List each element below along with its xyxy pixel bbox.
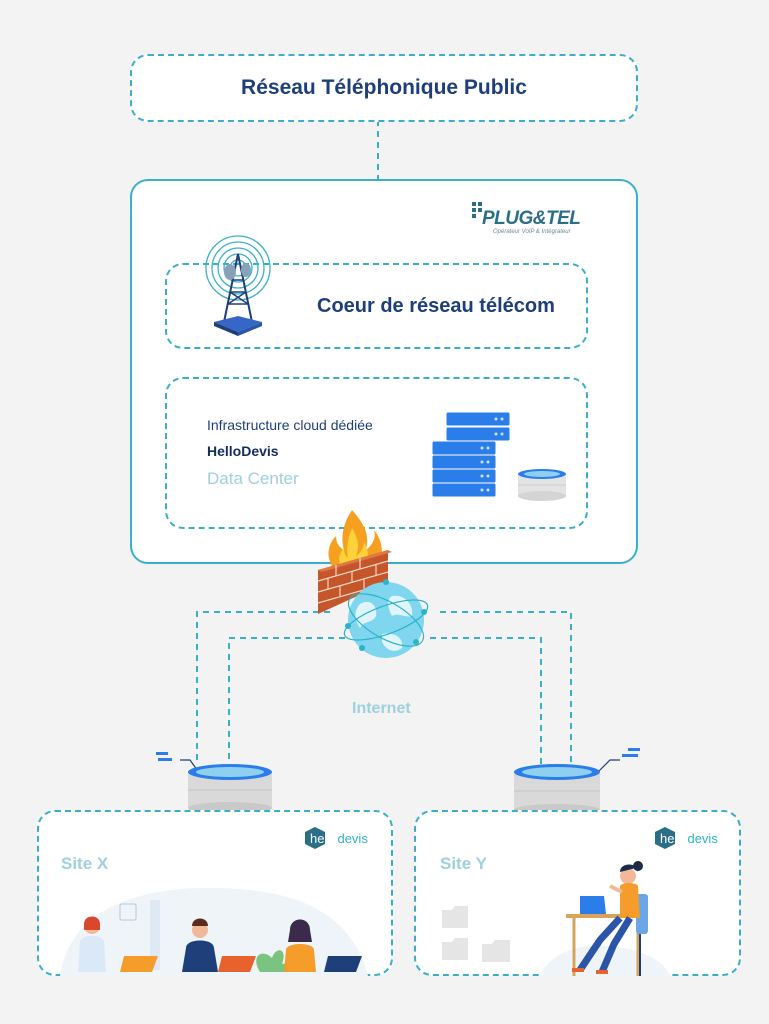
- router-right-icon: [510, 744, 650, 820]
- remote-worker-illustration: [540, 860, 670, 976]
- infra-brand: HelloDevis: [207, 443, 279, 459]
- plugtel-brand: PLUG&TEL: [482, 208, 580, 230]
- public-network-title: Réseau Téléphonique Public: [132, 76, 636, 100]
- core-network-title: Coeur de réseau télécom: [317, 295, 555, 318]
- infra-description: Infrastructure cloud dédiée: [207, 417, 373, 433]
- plugtel-tagline: Opérateur VoIP & Intégrateur: [493, 229, 571, 235]
- infra-datacenter: Data Center: [207, 469, 299, 489]
- site-x-logo: hellodevis: [310, 831, 368, 846]
- server-stack-icon: [430, 408, 575, 504]
- router-left-icon: [150, 744, 280, 816]
- site-y-logo: hellodevis: [660, 831, 718, 846]
- call-center-illustration: [50, 868, 380, 976]
- internet-label: Internet: [352, 700, 411, 718]
- globe-icon: [342, 576, 434, 664]
- antenna-tower-icon: [200, 232, 276, 336]
- public-network-box: Réseau Téléphonique Public: [130, 54, 638, 122]
- folder-icons: [440, 904, 520, 968]
- site-y-label: Site Y: [440, 854, 487, 874]
